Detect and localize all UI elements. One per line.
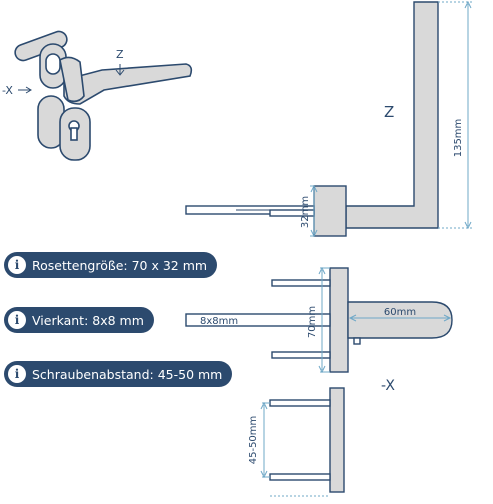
dim-32 bbox=[310, 184, 318, 238]
dim-32-label: 32mm bbox=[300, 196, 311, 228]
dim-135 bbox=[438, 0, 472, 230]
dim-45-50-label: 45-50mm bbox=[248, 416, 259, 465]
dim-45-50 bbox=[260, 401, 330, 497]
rear-view bbox=[269, 387, 345, 493]
neg-x-arrow-iso-icon bbox=[18, 86, 32, 94]
cylinder-hole-slot bbox=[70, 127, 78, 141]
lever-front bbox=[347, 301, 453, 339]
z-arrow-iso-icon bbox=[115, 64, 125, 76]
dim-70-label: 70mm bbox=[307, 306, 318, 338]
side-view-z bbox=[185, 1, 439, 237]
handle-isometric-illustration bbox=[14, 30, 193, 161]
info-icon: i bbox=[8, 256, 26, 274]
info-pill-text: Vierkant: 8x8 mm bbox=[32, 312, 144, 328]
handle-lever bbox=[63, 63, 193, 105]
info-pill-screw-spacing: i Schraubenabstand: 45-50 mm bbox=[4, 361, 233, 387]
info-pill-text: Rosettengröße: 70 x 32 mm bbox=[32, 257, 208, 273]
info-pill-rosette-size: i Rosettengröße: 70 x 32 mm bbox=[4, 252, 218, 278]
info-pill-text: Schraubenabstand: 45-50 mm bbox=[32, 366, 223, 382]
rosette-rear bbox=[329, 387, 345, 493]
rosette-side bbox=[313, 185, 347, 237]
upper-rosette-inner bbox=[45, 53, 61, 75]
z-axis-label-main: Z bbox=[384, 103, 394, 121]
z-axis-label-iso: Z bbox=[116, 48, 124, 61]
dim-70 bbox=[318, 266, 330, 374]
neg-x-axis-label-iso: -X bbox=[2, 84, 13, 97]
screw-top-rear bbox=[269, 399, 331, 407]
info-icon: i bbox=[8, 311, 26, 329]
dim-8x8-label: 8x8mm bbox=[200, 316, 238, 327]
grub-screw bbox=[353, 337, 361, 345]
dim-60-label: 60mm bbox=[384, 307, 416, 318]
screw-bottom-front bbox=[271, 351, 331, 359]
front-view bbox=[185, 267, 453, 373]
dim-135-label: 135mm bbox=[453, 119, 464, 158]
handle-neck bbox=[59, 56, 85, 103]
neg-x-axis-label-main: -X bbox=[381, 378, 395, 394]
info-pill-square-spindle: i Vierkant: 8x8 mm bbox=[4, 307, 154, 333]
spindle-front bbox=[185, 313, 331, 327]
info-icon: i bbox=[8, 365, 26, 383]
rosette-front bbox=[329, 267, 349, 373]
dim-60 bbox=[348, 314, 452, 322]
screw-top-front bbox=[271, 279, 331, 287]
screw-bottom-rear bbox=[269, 473, 331, 481]
